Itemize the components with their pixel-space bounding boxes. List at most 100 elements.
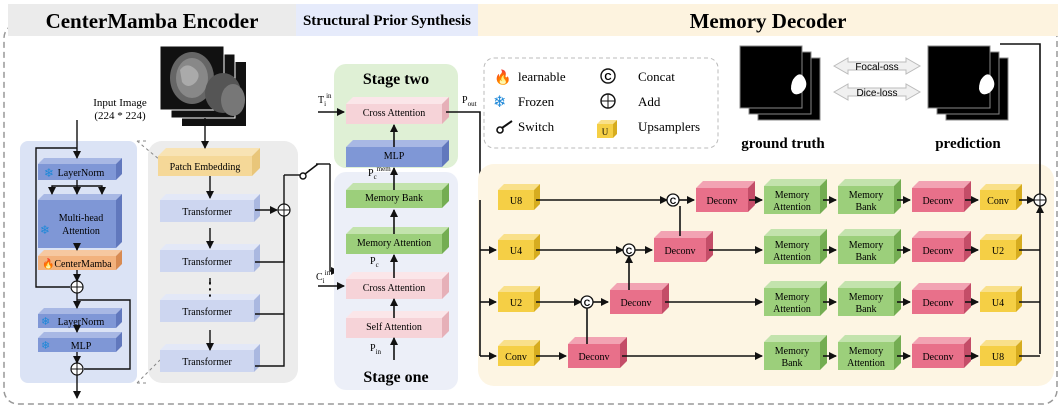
memory-bank-block-prior	[346, 183, 449, 208]
cross-attention-block-bottom	[346, 272, 449, 299]
stage-two-title: Stage two	[363, 71, 429, 88]
memory-attention-block-label-1: Memory	[775, 190, 809, 201]
legend-frozen: Frozen	[518, 94, 555, 109]
conv-block-label: Conv	[987, 196, 1009, 207]
mlp-block-encoder	[38, 332, 122, 352]
conv-block	[498, 340, 540, 366]
layernorm-label-1: LayerNorm	[58, 168, 105, 179]
deconv-block-label: Deconv	[664, 246, 695, 257]
c-in-label: Ciin	[316, 269, 331, 285]
memory-attention-block-label-1: Memory	[775, 292, 809, 303]
concat-icon: C	[580, 295, 594, 309]
add-icon	[70, 362, 84, 376]
deconv-block	[912, 283, 971, 314]
concat-icon: C	[666, 193, 680, 207]
transformer-label: Transformer	[182, 357, 232, 368]
deconv-block	[912, 337, 971, 368]
deconv-block-label: Deconv	[922, 196, 953, 207]
dice-loss-arrow	[832, 83, 922, 101]
cross-attention-label-top: Cross Attention	[363, 108, 426, 119]
ground-truth-label: ground truth	[741, 136, 825, 152]
memory-attention-block	[764, 179, 827, 214]
p-c-label: Pc	[370, 256, 379, 269]
snow-icon: ❄	[41, 340, 50, 352]
layernorm-label-2: LayerNorm	[58, 317, 105, 328]
stage-one-title: Stage one	[363, 369, 428, 386]
snowflake-icon: ❄	[493, 94, 506, 111]
upsampler-u8-block	[498, 184, 540, 210]
conv-block	[980, 184, 1022, 210]
header-prior-bg	[296, 4, 478, 36]
patch-embedding-block	[158, 148, 260, 176]
cross-attention-label-bottom: Cross Attention	[363, 283, 426, 294]
focal-loss-arrow	[832, 57, 922, 75]
layernorm-block-1	[38, 158, 122, 180]
layernorm-block-2	[38, 308, 122, 328]
dots-icon: ⋮	[201, 279, 219, 299]
deconv-block	[568, 337, 627, 368]
mlp-block-prior	[346, 140, 449, 167]
memory-attention-label-prior: Memory Attention	[357, 238, 431, 249]
flame-icon: 🔥	[42, 257, 54, 270]
memory-bank-block	[838, 281, 901, 316]
legend-learnable: learnable	[518, 69, 566, 84]
transformer-blocks: TransformerTransformerTransformerTransfo…	[160, 194, 260, 372]
header-encoder: CenterMamba Encoder	[46, 9, 259, 33]
memory-bank-block-label-2: Bank	[855, 202, 876, 213]
deconv-block-label: Deconv	[578, 352, 609, 363]
memory-bank-block-label-2: Bank	[781, 358, 802, 369]
patch-embedding-label: Patch Embedding	[170, 162, 241, 173]
upsampler-u4-block	[980, 286, 1022, 312]
svg-text:C: C	[604, 72, 611, 83]
upsampler-u2-block-label: U2	[510, 298, 522, 309]
concat-icon: C	[600, 68, 616, 84]
self-attention-block	[346, 311, 449, 338]
deconv-block-label: Deconv	[922, 352, 953, 363]
deconv-block	[912, 231, 971, 262]
memory-attention-block	[764, 229, 827, 264]
add-icon	[600, 93, 616, 109]
transformer-label: Transformer	[182, 257, 232, 268]
memory-bank-block-label-2: Bank	[855, 304, 876, 315]
memory-attention-block-label-2: Attention	[773, 252, 811, 263]
t-in-label: Tiin	[318, 92, 332, 108]
memory-bank-label-prior: Memory Bank	[365, 193, 423, 204]
input-image-size: (224 * 224)	[94, 110, 146, 122]
svg-text:C: C	[626, 246, 633, 256]
ground-truth-stack	[739, 45, 821, 121]
upsampler-u8-block	[980, 340, 1022, 366]
snow-icon: ❄	[40, 223, 50, 237]
p-in-label: Pin	[370, 343, 382, 356]
transformer-label: Transformer	[182, 207, 232, 218]
input-image-label: Input Image	[93, 97, 147, 109]
self-attention-label: Self Attention	[366, 322, 422, 333]
memory-bank-block	[764, 335, 827, 370]
memory-attention-block	[764, 281, 827, 316]
switch-icon	[299, 163, 319, 180]
svg-text:C: C	[584, 298, 591, 308]
switch-icon	[496, 120, 513, 134]
mha-label-2: Attention	[62, 226, 100, 237]
add-icon	[70, 280, 84, 294]
snow-icon: ❄	[44, 166, 54, 180]
memory-attention-block-label-2: Attention	[773, 202, 811, 213]
upsampler-u2-block	[498, 286, 540, 312]
deconv-block-label: Deconv	[706, 196, 737, 207]
upsampler-u8-block-label: U8	[510, 196, 522, 207]
svg-text:U: U	[602, 127, 609, 137]
deconv-block-label: Deconv	[922, 246, 953, 257]
prior-blocks	[346, 97, 449, 338]
svg-text:C: C	[670, 196, 677, 206]
p-c-mem-label: Pcmem	[368, 165, 391, 181]
deconv-block-label: Deconv	[620, 298, 651, 309]
concat-icon: C	[622, 243, 636, 257]
memory-bank-block-label-1: Memory	[775, 346, 809, 357]
header-decoder-bg	[478, 4, 1058, 36]
legend-switch: Switch	[518, 119, 555, 134]
deconv-block-label: Deconv	[922, 298, 953, 309]
centermamba-block	[38, 250, 122, 270]
header-prior: Structural Prior Synthesis	[303, 13, 471, 29]
memory-bank-block-label-1: Memory	[849, 292, 883, 303]
memory-attention-block	[838, 335, 901, 370]
